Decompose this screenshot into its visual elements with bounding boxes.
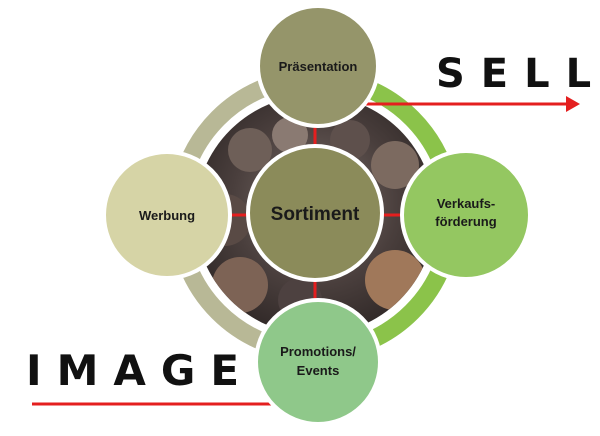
sell-word: SELL [436,51,600,97]
node-praesentation-label: Präsentation [279,59,358,74]
node-promotions-events: Promotions/ Events [254,298,382,426]
node-promotions-line-1: Promotions/ [280,344,356,359]
center-node: Sortiment [246,144,384,282]
node-verkaufsfoerderung-line-2: förderung [435,214,496,229]
sell-arrow [360,96,580,112]
node-werbung: Werbung [102,150,232,280]
node-praesentation: Präsentation [256,4,380,128]
node-werbung-label: Werbung [139,208,195,223]
node-promotions-line-2: Events [297,363,340,378]
node-verkaufsfoerderung-line-1: Verkaufs- [437,196,496,211]
image-word: IMAGE [26,346,255,395]
node-verkaufsfoerderung: Verkaufs- förderung [400,149,532,281]
arrow-right-icon [566,96,580,112]
center-label: Sortiment [271,204,360,225]
